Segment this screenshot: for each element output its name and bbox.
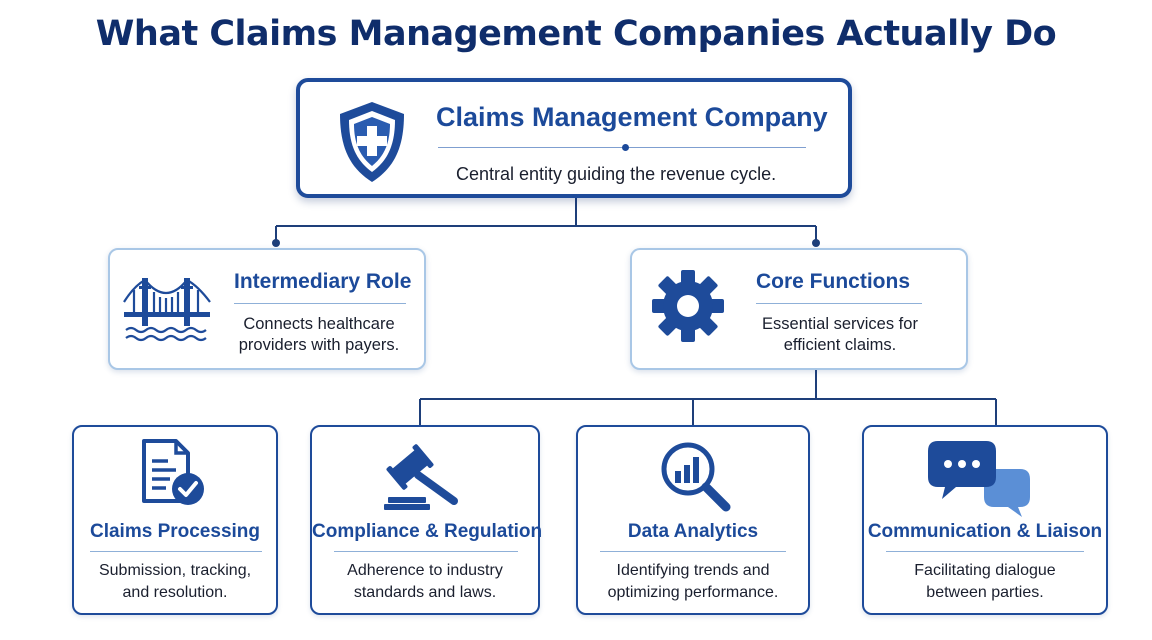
claims-processing-line-1: Submission, tracking, [98,562,252,579]
central-entity-card: Claims Management Company Central entity… [296,78,852,198]
compliance-line-2: standards and laws. [353,584,497,601]
communication-heading: Communication & Liaison [867,521,1103,542]
function-card-communication: Communication & Liaison Facilitating dia… [862,425,1108,615]
communication-divider [886,551,1084,552]
communication-description: Facilitating dialogue between parties. [864,560,1106,604]
data-analytics-divider [600,551,786,552]
communication-line-2: between parties. [926,584,1044,601]
shield-plus-icon [340,102,404,182]
data-analytics-line-2: optimizing performance. [607,584,779,601]
intermediary-description-line-1: Connects healthcare [243,315,395,333]
core-description-line-2: efficient claims. [783,336,897,354]
data-analytics-line-1: Identifying trends and [616,562,770,579]
magnifier-chart-icon [661,442,731,512]
core-functions-card: Core Functions Essential services for ef… [630,248,968,370]
intermediary-description: Connects healthcare providers with payer… [222,314,416,356]
central-heading: Claims Management Company [436,102,828,132]
connector-dot-intermediary [272,239,280,247]
communication-line-1: Facilitating dialogue [914,562,1056,579]
data-analytics-description: Identifying trends and optimizing perfor… [578,560,808,604]
function-card-compliance: Compliance & Regulation Adherence to ind… [310,425,543,615]
claims-processing-heading: Claims Processing [89,521,261,542]
claims-processing-line-2: and resolution. [122,584,228,601]
compliance-description: Adherence to industry standards and laws… [312,560,538,604]
central-divider-dot [622,144,629,151]
intermediary-heading: Intermediary Role [234,270,412,293]
central-description: Central entity guiding the revenue cycle… [456,164,777,184]
core-divider [756,303,922,304]
gavel-icon [384,444,458,510]
core-heading: Core Functions [756,270,911,293]
compliance-divider [334,551,518,552]
intermediary-divider [234,303,406,304]
gear-icon [652,270,724,342]
intermediary-description-line-2: providers with payers. [238,336,400,354]
function-card-claims-processing: Claims Processing Submission, tracking, … [72,425,278,615]
function-card-data-analytics: Data Analytics Identifying trends and op… [576,425,810,615]
connector-dot-core [812,239,820,247]
claims-processing-divider [90,551,262,552]
diagram-title: What Claims Management Companies Actuall… [95,14,1057,54]
compliance-heading: Compliance & Regulation [312,521,543,542]
document-check-icon [142,439,204,505]
compliance-line-1: Adherence to industry [347,562,503,579]
bridge-icon [123,278,211,342]
chat-bubbles-icon [928,441,1030,517]
core-description: Essential services for efficient claims. [742,314,938,356]
data-analytics-heading: Data Analytics [627,521,759,542]
claims-processing-description: Submission, tracking, and resolution. [74,560,276,604]
intermediary-role-card: Intermediary Role Connects healthcare pr… [108,248,426,370]
core-description-line-1: Essential services for [762,315,918,333]
